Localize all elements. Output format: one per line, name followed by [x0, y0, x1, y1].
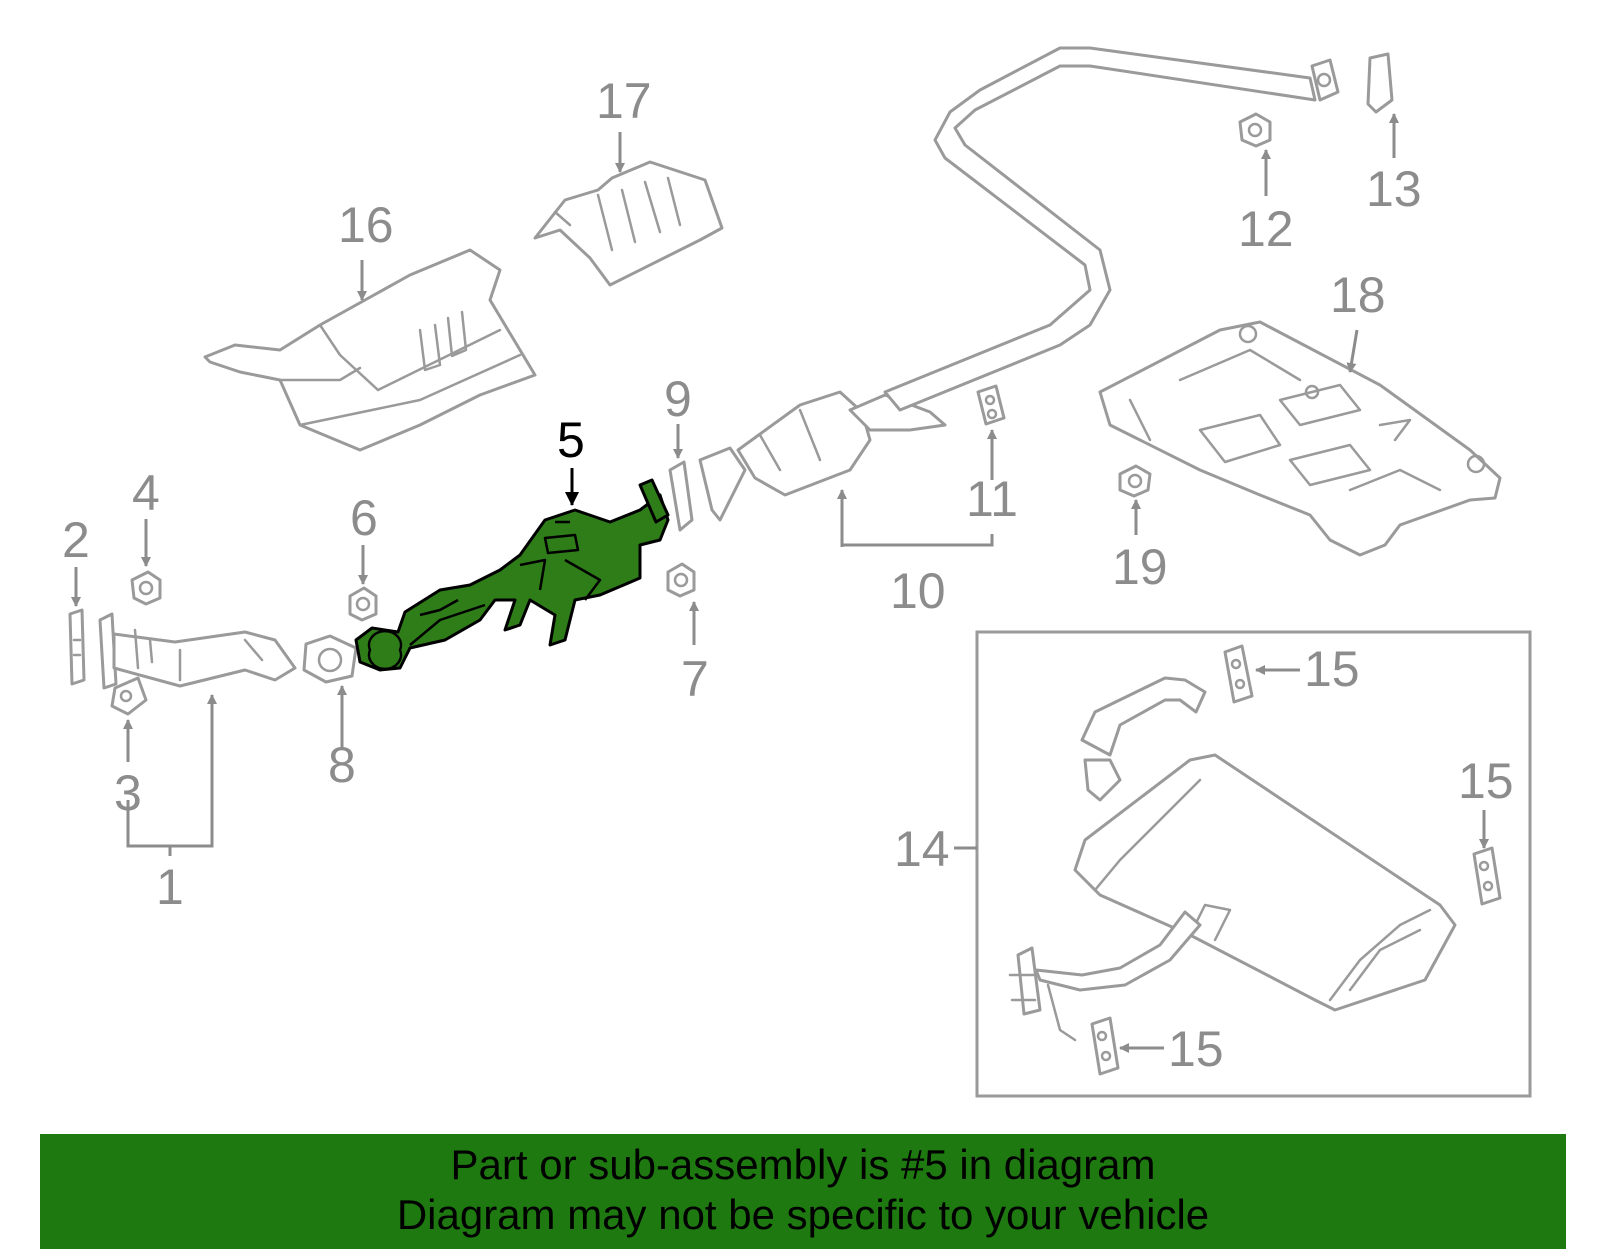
callout-17: 17 — [596, 73, 652, 129]
part-11-hanger[interactable] — [976, 384, 1006, 426]
part-10-center-pipe[interactable] — [698, 46, 1340, 522]
part-8-gasket[interactable] — [302, 634, 358, 684]
part-2-gasket[interactable] — [68, 608, 86, 686]
callout-3: 3 — [114, 765, 142, 821]
callout-9: 9 — [664, 371, 692, 427]
callout-1: 1 — [156, 859, 184, 915]
callout-15-right: 15 — [1458, 753, 1514, 809]
callout-6: 6 — [350, 490, 378, 546]
banner-line-1: Part or sub-assembly is #5 in diagram — [450, 1141, 1156, 1188]
part-19-clip[interactable] — [1118, 464, 1152, 498]
part-15-hanger-right[interactable] — [1472, 846, 1502, 906]
callout-4: 4 — [132, 465, 160, 521]
callout-12: 12 — [1238, 201, 1294, 257]
callout-7: 7 — [681, 651, 709, 707]
callout-10: 10 — [890, 563, 946, 619]
part-13-gasket[interactable] — [1366, 52, 1394, 114]
part-12-nut[interactable] — [1238, 112, 1272, 148]
part-16-heat-shield[interactable] — [203, 248, 537, 452]
part-9-gasket[interactable] — [668, 460, 694, 532]
part-1-front-pipe[interactable] — [98, 612, 297, 690]
leader-lines — [71, 113, 1489, 1053]
callout-13: 13 — [1366, 161, 1422, 217]
banner-line-2: Diagram may not be specific to your vehi… — [396, 1191, 1210, 1238]
part-5-catalytic-converter[interactable] — [354, 478, 670, 672]
callout-15-lower: 15 — [1168, 1021, 1224, 1077]
part-18-under-cover[interactable] — [1098, 320, 1502, 557]
callout-14: 14 — [894, 821, 950, 877]
part-14-muffler[interactable] — [1008, 676, 1457, 1042]
part-7-nut[interactable] — [666, 562, 696, 598]
part-4-nut[interactable] — [130, 570, 162, 606]
callout-18: 18 — [1330, 267, 1386, 323]
callout-19: 19 — [1112, 539, 1168, 595]
part-3-hanger[interactable] — [110, 676, 148, 716]
callout-15-upper: 15 — [1304, 641, 1360, 697]
part-15-hanger-lower[interactable] — [1090, 1016, 1120, 1076]
info-banner: Part or sub-assembly is #5 in diagram Di… — [40, 1134, 1566, 1249]
callout-16: 16 — [338, 197, 394, 253]
part-14-detail-box — [975, 630, 1532, 1098]
callout-8: 8 — [328, 737, 356, 793]
callout-labels: 1 2 3 4 5 6 7 8 9 10 11 12 13 14 15 15 1… — [62, 73, 1514, 1077]
part-6-nut[interactable] — [348, 586, 378, 622]
callout-2: 2 — [62, 512, 90, 568]
callout-5: 5 — [557, 412, 585, 468]
part-15-hanger-upper[interactable] — [1223, 644, 1254, 704]
part-17-heat-shield[interactable] — [533, 160, 724, 287]
callout-11: 11 — [966, 471, 1018, 527]
